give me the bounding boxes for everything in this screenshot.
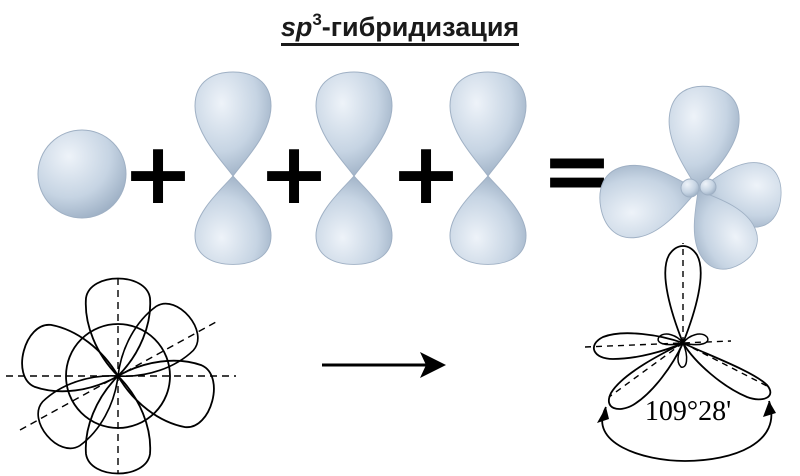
plus-sign-1: + bbox=[122, 124, 194, 224]
title-superscript: 3 bbox=[312, 10, 322, 29]
s-orbital bbox=[37, 129, 127, 219]
bond-angle-label: 109°28' bbox=[645, 396, 731, 427]
hybridized-orbitals-drawing bbox=[584, 243, 776, 462]
unhybridized-orbitals-drawing bbox=[6, 277, 236, 475]
transformation-arrow bbox=[322, 352, 446, 378]
plus-sign-2: + bbox=[258, 124, 330, 224]
sp3-hybrid-orbital bbox=[593, 82, 785, 280]
plus-sign-3: + bbox=[390, 124, 462, 224]
title-prefix: sp bbox=[280, 12, 313, 42]
title-suffix: -гибридизация bbox=[321, 12, 520, 42]
page-title: sp3-гибридизация bbox=[0, 10, 800, 46]
